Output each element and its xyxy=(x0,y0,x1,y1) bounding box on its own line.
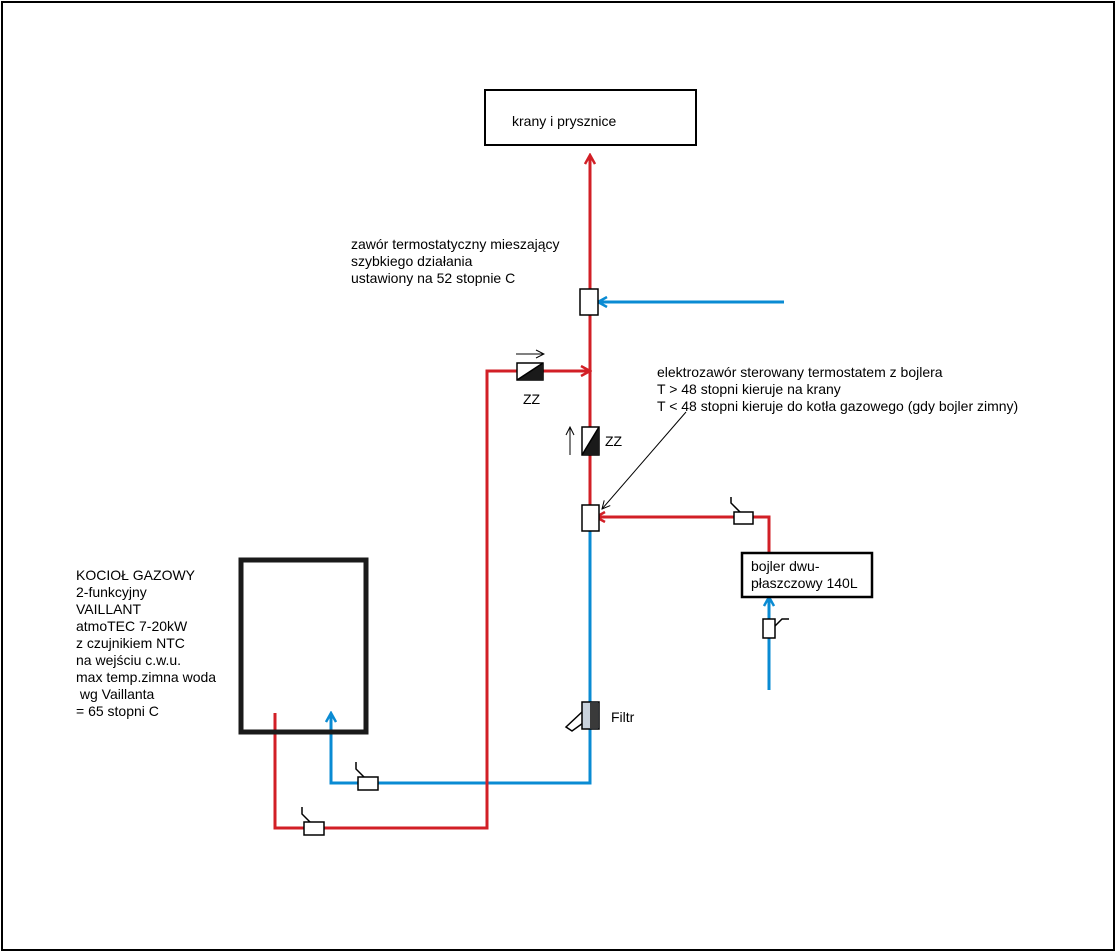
taps-label: krany i prysznice xyxy=(512,113,616,129)
shutoff-valve-boiler-in xyxy=(355,762,379,791)
check-valve-horizontal xyxy=(516,362,544,381)
gas-boiler-line-7: max temp.zimna woda xyxy=(76,669,216,685)
mixing-valve-note-line-2: szybkiego działania xyxy=(351,253,473,269)
shutoff-valve-tank-in xyxy=(762,618,789,639)
check-valve-vertical-label: ZZ xyxy=(605,433,623,449)
hot-water-tank-line-1: bojler dwu- xyxy=(751,558,820,574)
cold-pipe-main xyxy=(331,525,592,785)
solenoid-note-line-3: T < 48 stopni kieruje do kotła gazowego … xyxy=(657,398,1018,414)
solenoid-valve xyxy=(581,504,600,532)
gas-boiler-line-8: wg Vaillanta xyxy=(76,686,155,702)
gas-boiler-line-3: VAILLANT xyxy=(76,601,142,617)
taps-box xyxy=(484,89,697,146)
shutoff-valve-tank-out xyxy=(730,497,754,525)
check-valve-horizontal-label: ZZ xyxy=(523,391,541,407)
gas-boiler-line-2: 2-funkcyjny xyxy=(76,584,147,600)
shutoff-valve-boiler-out xyxy=(301,807,325,836)
solenoid-note-line-2: T > 48 stopni kieruje na krany xyxy=(657,381,841,397)
solenoid-note-line-1: elektrozawór sterowany termostatem z boj… xyxy=(657,364,943,380)
mixing-valve-note-line-3: ustawiony na 52 stopnie C xyxy=(351,270,515,286)
hot-water-tank xyxy=(740,551,874,599)
water-filter xyxy=(564,701,600,732)
gas-boiler-line-4: atmoTEC 7-20kW xyxy=(76,618,188,634)
mixing-valve xyxy=(579,288,599,316)
gas-boiler xyxy=(238,557,369,735)
gas-boiler-line-5: z czujnikiem NTC xyxy=(76,635,185,651)
filter-label: Filtr xyxy=(611,709,635,725)
callout-pointer xyxy=(602,411,687,509)
check-valve-vertical xyxy=(581,426,600,456)
gas-boiler-line-9: = 65 stopni C xyxy=(76,703,159,719)
gas-boiler-line-6: na wejściu c.w.u. xyxy=(76,652,181,668)
hot-water-tank-line-2: płaszczowy 140L xyxy=(751,575,858,591)
hot-pipe-boiler-out xyxy=(273,371,590,830)
gas-boiler-line-1: KOCIOŁ GAZOWY xyxy=(76,567,196,583)
hot-pipe-tank-out xyxy=(596,517,771,553)
mixing-valve-note-line-1: zawór termostatyczny mieszający xyxy=(351,236,560,252)
